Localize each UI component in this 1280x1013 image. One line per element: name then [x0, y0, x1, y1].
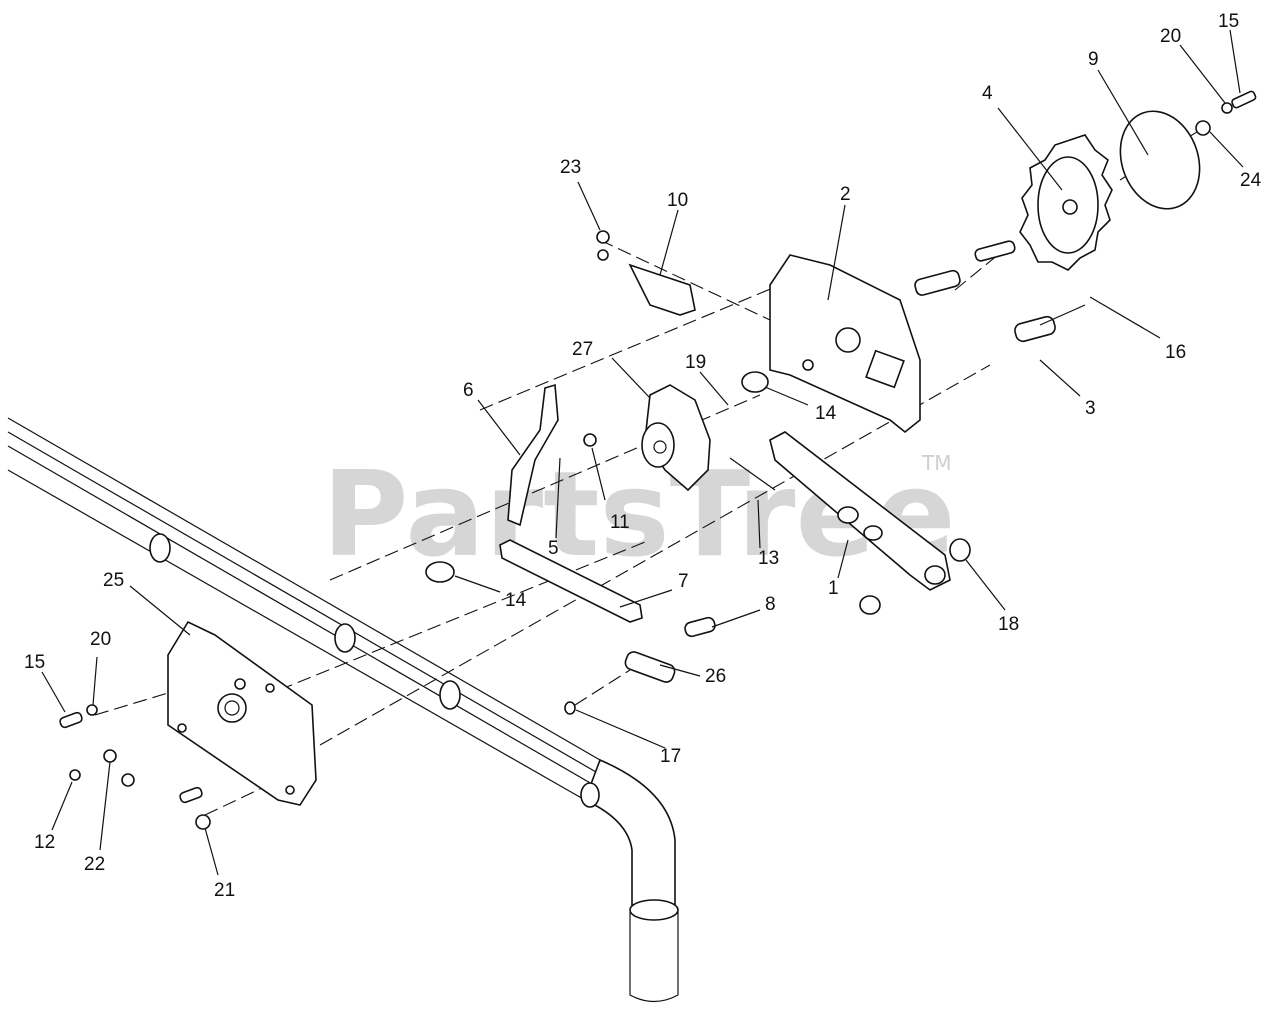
callout-25: 25: [103, 570, 124, 591]
callout-2: 2: [840, 184, 851, 205]
callout-13: 13: [758, 548, 779, 569]
part-27-gear: [641, 384, 711, 492]
callout-26: 26: [705, 666, 726, 687]
callout-18: 18: [998, 614, 1019, 635]
callout-21: 21: [214, 880, 235, 901]
callout-12: 12: [34, 832, 55, 853]
callout-14-lower: 14: [505, 590, 527, 611]
part-1-link-arm: [769, 431, 951, 591]
callout-7: 7: [678, 571, 689, 592]
callout-11: 11: [610, 512, 630, 533]
callout-17: 17: [660, 746, 681, 767]
callout-23: 23: [560, 157, 581, 178]
part-4-sprocket: [1019, 134, 1113, 271]
callout-15-upper: 15: [1218, 11, 1239, 32]
part-7-rod: [499, 539, 643, 623]
callout-1: 1: [828, 578, 839, 599]
part-25-side-plate: [167, 620, 317, 806]
callout-9: 9: [1088, 49, 1099, 70]
callout-24: 24: [1240, 170, 1262, 191]
callout-16: 16: [1165, 342, 1186, 363]
hardware-items: [59, 90, 1257, 830]
callouts: 1 2 3 4 5 6 7 8 9 10 11 12 13 14 14 15 1…: [24, 11, 1262, 901]
callout-3: 3: [1085, 398, 1096, 419]
part-10-bracket: [628, 263, 696, 316]
callout-19: 19: [685, 352, 706, 373]
callout-5: 5: [548, 538, 559, 559]
callout-4: 4: [982, 83, 993, 104]
part-6-lever: [507, 383, 559, 527]
callout-20-upper: 20: [1160, 26, 1181, 47]
watermark-trademark: TM: [921, 451, 951, 475]
part-13-spring: [729, 457, 776, 491]
callout-20-lower: 20: [90, 629, 111, 650]
part-2-bracket: [769, 254, 921, 434]
callout-10: 10: [667, 190, 688, 211]
frame-bar: [7, 417, 679, 1003]
callout-15-lower: 15: [24, 652, 45, 673]
leader-lines: [41, 29, 1244, 876]
callout-8: 8: [765, 594, 776, 615]
callout-27: 27: [572, 339, 593, 360]
part-9-cover-disk: [1119, 110, 1201, 210]
callout-22: 22: [84, 854, 105, 875]
callout-14-upper: 14: [815, 403, 837, 424]
callout-6: 6: [463, 380, 474, 401]
